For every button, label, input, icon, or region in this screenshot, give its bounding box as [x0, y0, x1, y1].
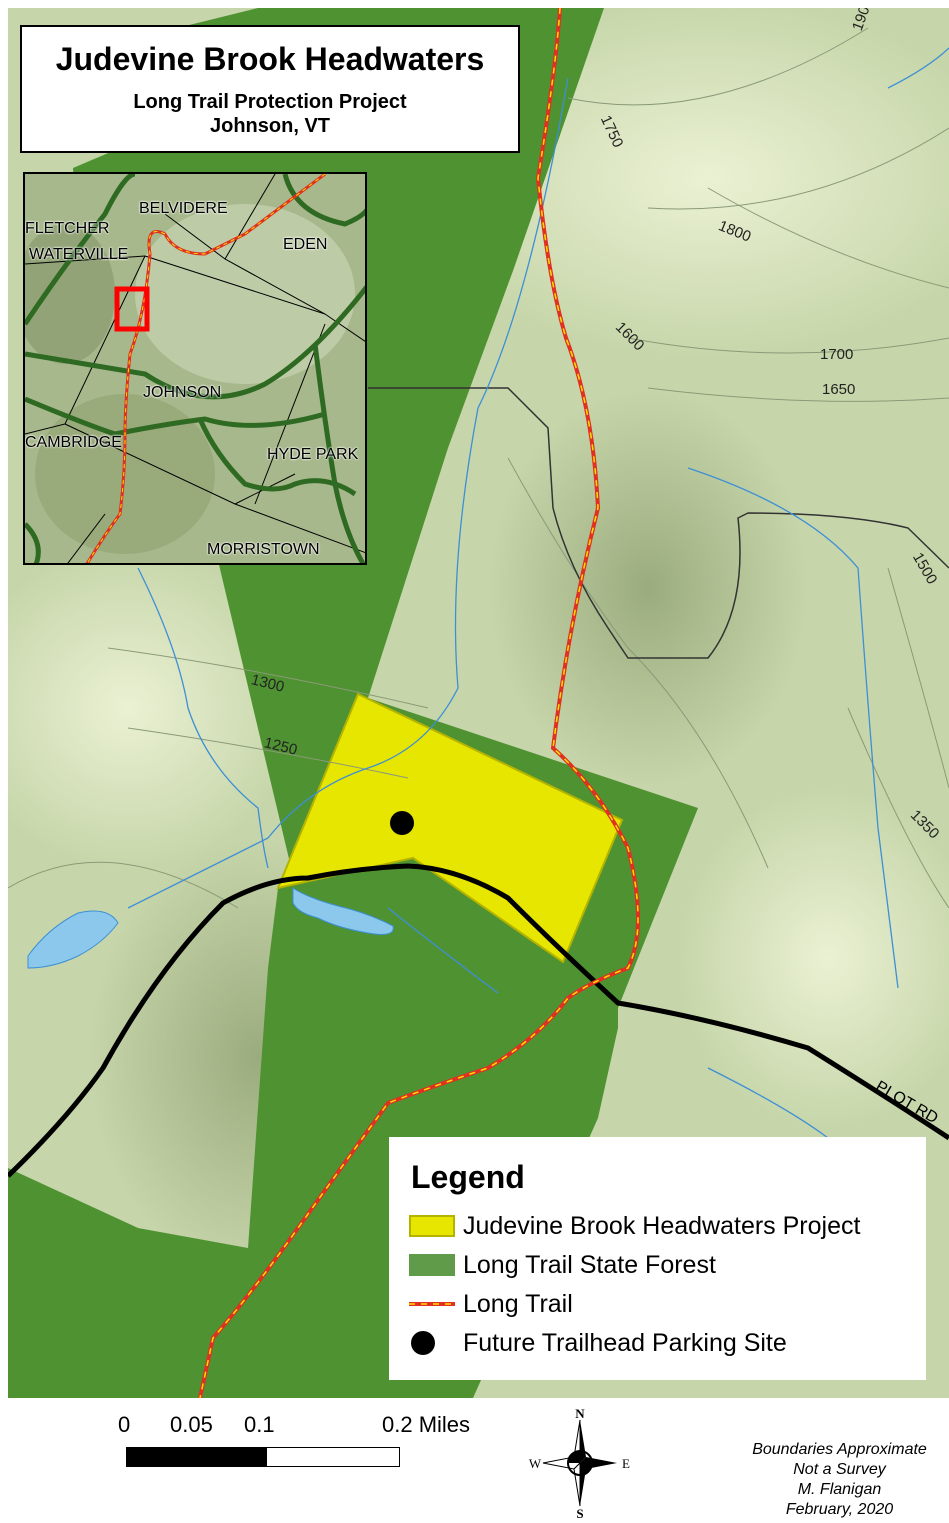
legend-item-state-forest: Long Trail State Forest	[409, 1250, 716, 1280]
locator-inset-map[interactable]: BELVIDERE FLETCHER WATERVILLE EDEN JOHNS…	[23, 172, 367, 565]
inset-town-label: FLETCHER	[25, 220, 110, 237]
scale-tick: 0.1	[244, 1412, 275, 1437]
hillshade	[8, 548, 298, 868]
legend-label: Long Trail State Forest	[463, 1250, 716, 1279]
scale-segment	[266, 1447, 400, 1467]
compass-e: E	[622, 1456, 630, 1471]
inset-town-label: EDEN	[283, 236, 328, 253]
compass-icon: N S E W	[529, 1406, 630, 1521]
map-title-box: Judevine Brook Headwaters Long Trail Pro…	[20, 25, 520, 153]
legend-item-long-trail: Long Trail	[409, 1289, 573, 1319]
contour-label: 1700	[820, 346, 854, 363]
map-credits: Boundaries Approximate Not a Survey M. F…	[730, 1440, 949, 1520]
scale-tick: 0.05	[170, 1412, 213, 1437]
hillshade	[678, 788, 949, 1128]
compass-w: W	[529, 1456, 542, 1471]
future-trailhead-parking-site[interactable]	[390, 811, 414, 835]
forest-swatch	[409, 1254, 455, 1276]
contour-label: 1650	[822, 381, 856, 398]
credit-line: M. Flanigan	[797, 1481, 882, 1498]
scale-segment	[196, 1447, 266, 1467]
scale-segment	[126, 1447, 196, 1467]
hillshade	[488, 388, 808, 788]
credit-line: Boundaries Approximate	[752, 1441, 927, 1458]
inset-town-label: JOHNSON	[143, 384, 222, 401]
pond	[27, 910, 119, 969]
scale-tick: 0.2 Miles	[382, 1412, 471, 1437]
scale-bar: 0 0.05 0.1 0.2 Miles	[118, 1410, 498, 1470]
credit-line: Not a Survey	[793, 1461, 886, 1478]
legend-item-trailhead-parking: Future Trailhead Parking Site	[409, 1328, 787, 1358]
inset-svg	[25, 174, 365, 563]
project-location-marker	[114, 286, 150, 332]
legend-title: Legend	[411, 1159, 525, 1195]
legend-item-project: Judevine Brook Headwaters Project	[409, 1211, 860, 1241]
compass-n: N	[575, 1408, 585, 1421]
map-title: Judevine Brook Headwaters	[55, 41, 485, 77]
north-arrow-compass: N S E W	[525, 1406, 635, 1521]
legend-label: Long Trail	[463, 1289, 573, 1318]
streams	[127, 47, 949, 1139]
map-location: Johnson, VT	[210, 115, 330, 137]
map-legend: Legend Judevine Brook Headwaters Project…	[389, 1137, 926, 1380]
inset-town-label: MORRISTOWN	[207, 541, 320, 558]
inset-town-label: CAMBRIDGE	[25, 434, 122, 451]
compass-s: S	[576, 1506, 583, 1518]
long-trail	[198, 8, 640, 1398]
scale-tick: 0	[118, 1412, 131, 1437]
project-area	[276, 692, 624, 964]
contour-lines	[8, 27, 949, 909]
inset-town-label: HYDE PARK	[267, 446, 359, 463]
legend-label: Future Trailhead Parking Site	[463, 1328, 787, 1357]
inset-town-label: WATERVILLE	[29, 246, 129, 263]
parking-swatch	[409, 1331, 455, 1355]
trail-swatch	[409, 1293, 455, 1315]
project-swatch	[409, 1215, 455, 1237]
legend-label: Judevine Brook Headwaters Project	[463, 1211, 861, 1240]
map-subtitle: Long Trail Protection Project	[133, 91, 407, 113]
index-contour	[367, 387, 949, 659]
plot-road	[8, 863, 949, 1178]
inset-town-label: BELVIDERE	[139, 200, 228, 217]
credit-line: February, 2020	[785, 1501, 894, 1518]
pond	[292, 887, 394, 935]
